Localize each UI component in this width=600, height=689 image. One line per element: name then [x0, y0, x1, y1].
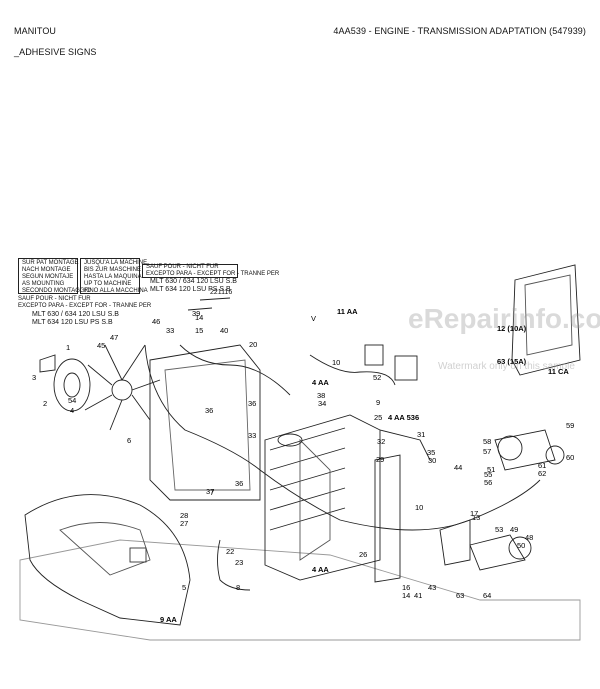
callout-59: 59	[566, 421, 574, 430]
ref-10a: 12 (10A)	[497, 324, 527, 333]
callout-47: 47	[110, 333, 118, 342]
callout-35: 35	[427, 448, 435, 457]
callout-48: 48	[525, 533, 533, 542]
callout-56: 56	[484, 478, 492, 487]
callout-52: 52	[373, 373, 381, 382]
callout-14b: 14	[195, 313, 203, 322]
callout-2: 2	[43, 399, 47, 408]
callout-20: 20	[249, 340, 257, 349]
callout-53: 53	[495, 525, 503, 534]
callout-30: 30	[428, 456, 436, 465]
callout-36b: 36	[248, 399, 256, 408]
except-note-box	[142, 264, 238, 278]
callout-13: 13	[472, 513, 480, 522]
serial-ref: 221116	[210, 289, 233, 296]
ref-4aa-a: 4 AA	[312, 378, 329, 387]
callout-49: 49	[510, 525, 518, 534]
callout-17: 17	[470, 509, 478, 518]
callout-15: 15	[195, 326, 203, 335]
assembly-note: SUR PAT MONTAGE NACH MONTAGE SEGUN MONTA…	[22, 260, 91, 294]
callout-10: 10	[332, 358, 340, 367]
watermark: eRepairinfo.com	[408, 303, 600, 334]
section-subtitle: _ADHESIVE SIGNS	[14, 47, 97, 57]
callout-57: 57	[483, 447, 491, 456]
watermark-subtext: Watermark only on this sample	[438, 361, 575, 372]
callout-58: 58	[483, 437, 491, 446]
callout-45: 45	[97, 341, 105, 350]
ref-4aa-b: 4 AA	[312, 565, 329, 574]
callout-61: 61	[538, 461, 546, 470]
ref-15a: 63 (15A)	[497, 357, 527, 366]
callout-4: 4	[70, 406, 74, 415]
ref-9aa: 9 AA	[160, 615, 177, 624]
callout-22: 22	[226, 547, 234, 556]
callout-7: 7	[210, 488, 214, 497]
callout-40: 40	[220, 326, 228, 335]
callout-16: 16	[402, 583, 410, 592]
callout-43: 43	[428, 583, 436, 592]
upto-note: JUSQU'A LA MACHINE BIS ZUR MASCHINE HAST…	[84, 260, 148, 294]
assembly-note-box	[18, 258, 78, 294]
callout-3: 3	[32, 373, 36, 382]
callout-32: 32	[377, 437, 385, 446]
upto-note-box	[80, 258, 140, 294]
callout-36: 36	[205, 406, 213, 415]
callout-62: 62	[538, 469, 546, 478]
document-id: 4AA539 - ENGINE - TRANSMISSION ADAPTATIO…	[333, 26, 586, 36]
callout-23: 23	[235, 558, 243, 567]
callout-6: 6	[127, 436, 131, 445]
ref-11ca: 11 CA	[548, 367, 569, 376]
brand-name: MANITOU	[14, 26, 57, 36]
except-note: SAUF POUR - NICHT FUR EXCEPTO PARA - EXC…	[146, 264, 280, 277]
callout-14: 14	[402, 591, 410, 600]
reference-labels: 11 AA 4 AA 4 AA 536 4 AA 9 AA 11 CA 12 (…	[160, 307, 569, 624]
callout-55: 55	[484, 470, 492, 479]
ref-11aa: 11 AA	[337, 307, 358, 316]
callout-labels: 1 2 3 4 5 6 7 8 9 10 10 13 14 14 15 16 1…	[32, 309, 574, 600]
except-models: MLT 630 / 634 120 LSU S.B MLT 634 120 LS…	[150, 278, 237, 293]
ref-4aa536: 4 AA 536	[388, 413, 419, 422]
callout-46: 46	[152, 317, 160, 326]
callout-63: 63	[456, 591, 464, 600]
left-note: SAUF POUR - NICHT FUR EXCEPTO PARA - EXC…	[18, 296, 152, 309]
callout-50: 50	[517, 541, 525, 550]
callout-1: 1	[66, 343, 70, 352]
callout-38: 38	[317, 391, 325, 400]
callout-8: 8	[236, 583, 240, 592]
left-models: MLT 630 / 634 120 LSU S.B MLT 634 120 LS…	[32, 311, 119, 326]
callout-39: 39	[192, 309, 200, 318]
callout-v: V	[311, 314, 316, 323]
callout-41: 41	[414, 591, 422, 600]
callout-33: 33	[166, 326, 174, 335]
callout-31: 31	[417, 430, 425, 439]
callout-54: 54	[68, 396, 76, 405]
callout-9: 9	[376, 398, 380, 407]
callout-36c: 36	[235, 479, 243, 488]
callout-64: 64	[483, 591, 491, 600]
callout-34: 34	[318, 399, 326, 408]
callout-29: 29	[376, 455, 384, 464]
callout-33b: 33	[248, 431, 256, 440]
callout-5: 5	[182, 583, 186, 592]
callout-26: 26	[359, 550, 367, 559]
callout-60: 60	[566, 453, 574, 462]
callout-27: 27	[180, 519, 188, 528]
callout-51: 51	[487, 465, 495, 474]
callout-10b: 10	[415, 503, 423, 512]
callout-28: 28	[180, 511, 188, 520]
callout-44: 44	[454, 463, 462, 472]
callout-25: 25	[374, 413, 382, 422]
callout-37: 37	[206, 487, 214, 496]
